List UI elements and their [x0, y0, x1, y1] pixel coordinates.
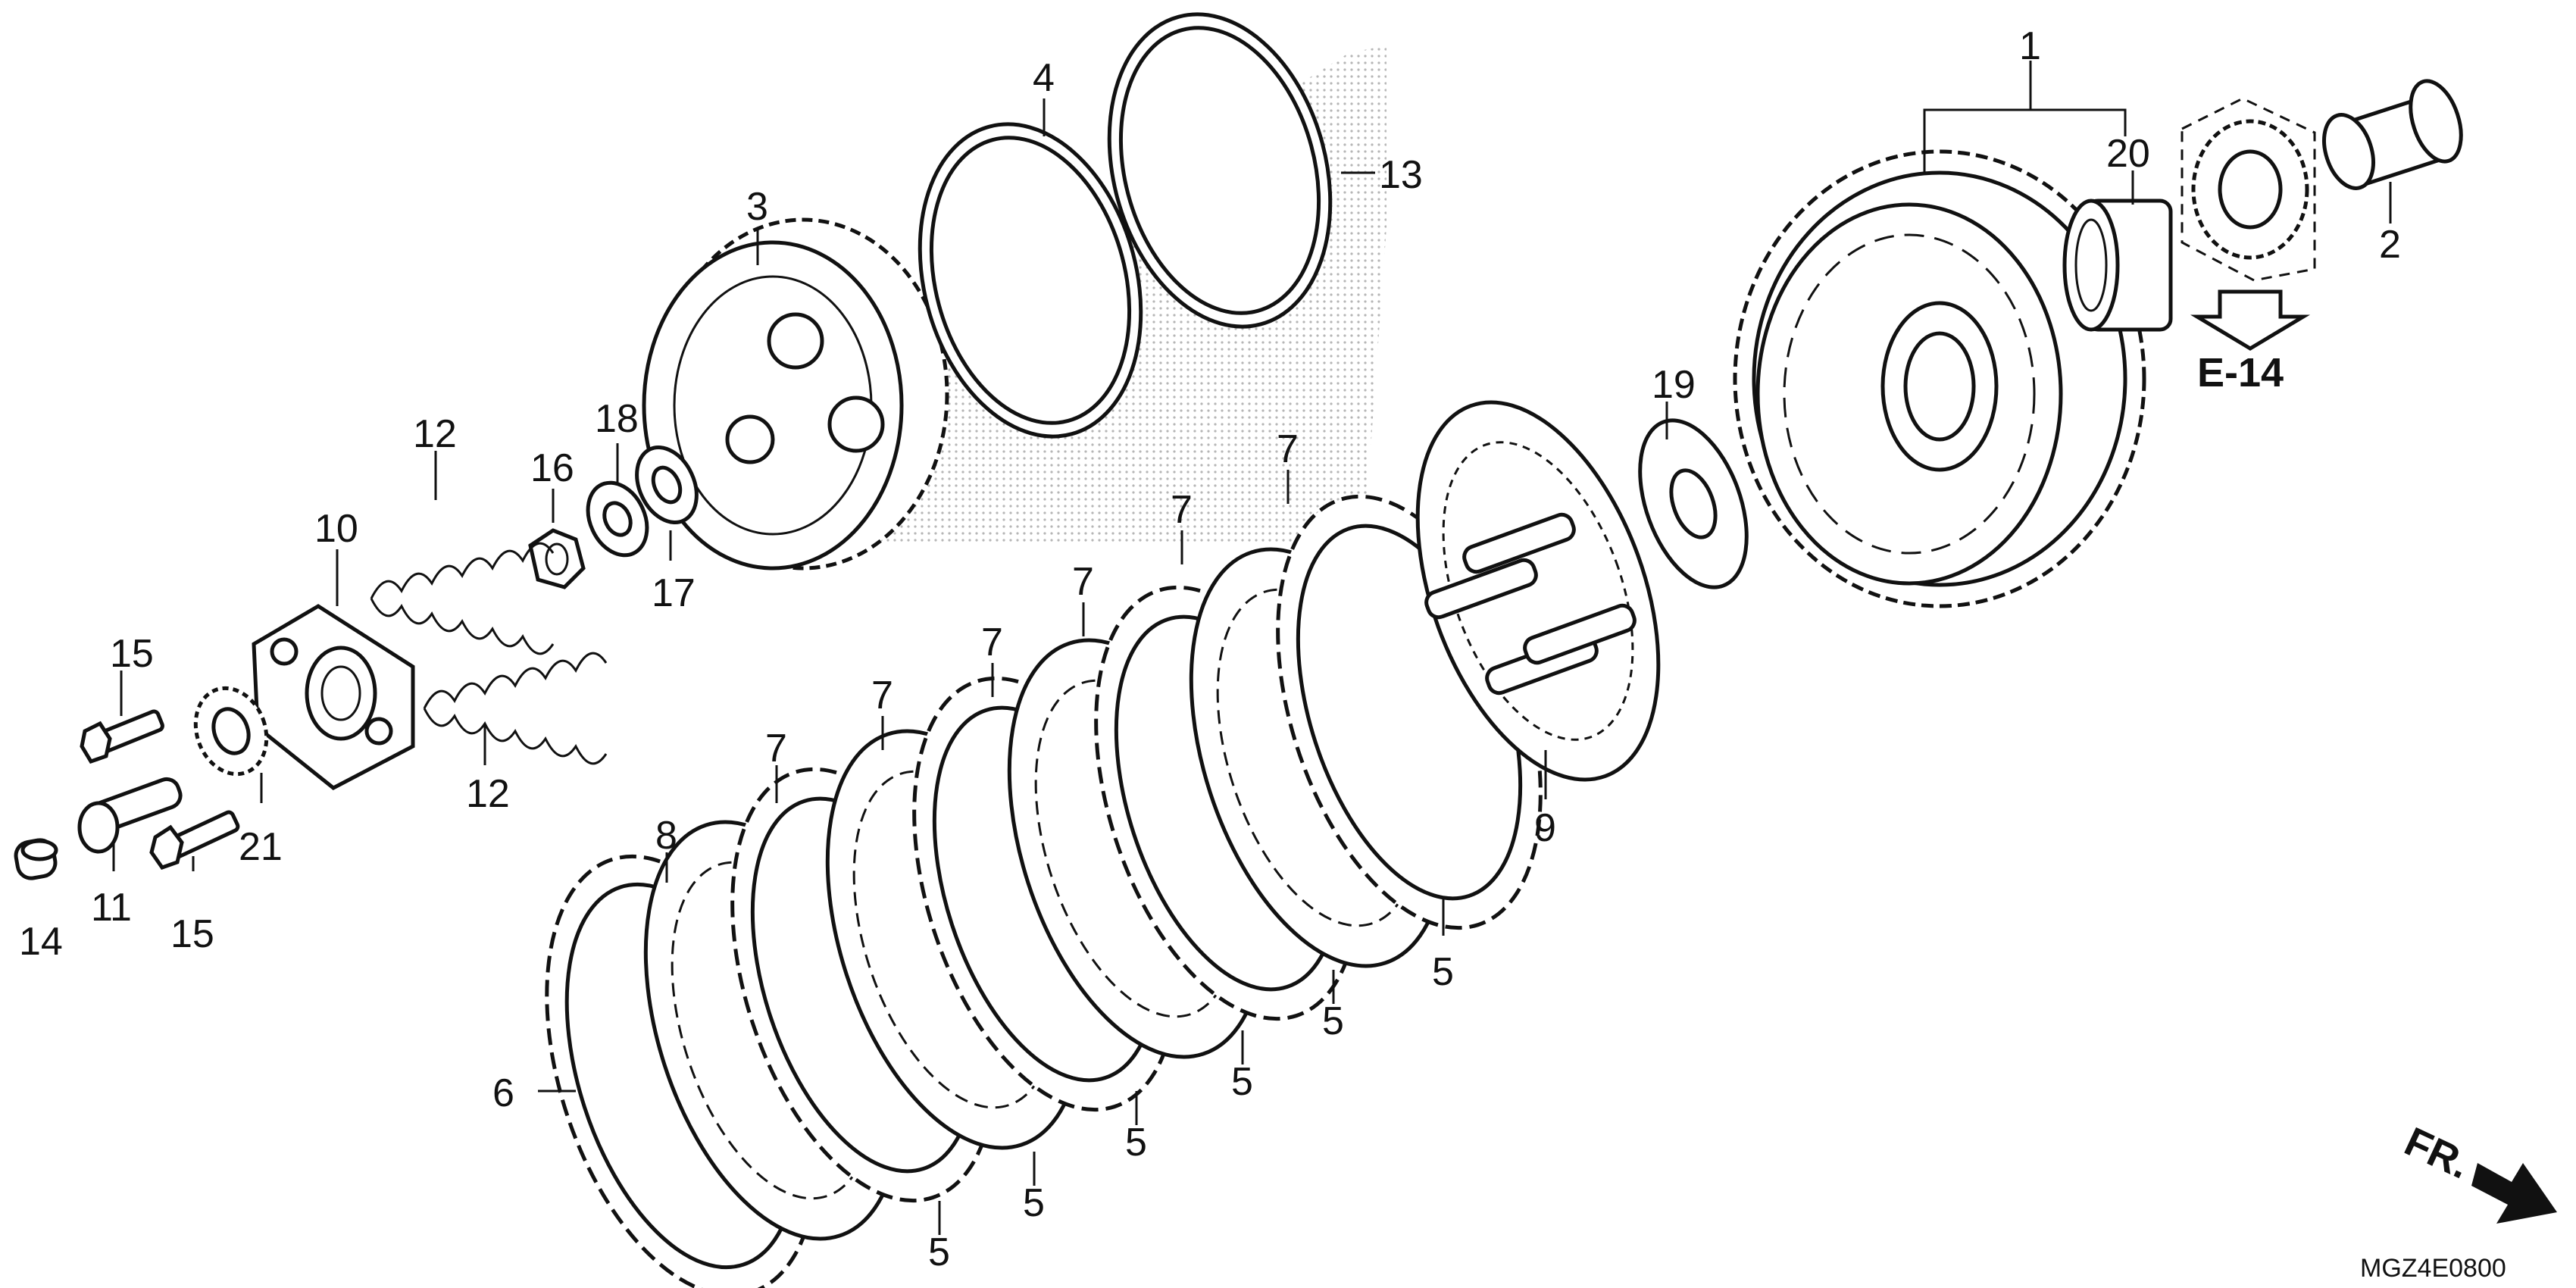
nut-16	[528, 528, 586, 589]
callout-7-f: 7	[1277, 427, 1299, 471]
front-direction-indicator: FR.	[2398, 1118, 2557, 1224]
washer-18	[586, 480, 649, 558]
callout-12-b: 12	[466, 772, 510, 816]
callout-21: 21	[239, 825, 283, 869]
callout-5-b: 5	[1023, 1181, 1045, 1225]
lifter-plate-10	[252, 604, 415, 790]
leader-lines	[112, 61, 2392, 1235]
bearing-21	[193, 686, 269, 777]
callout-8: 8	[655, 814, 677, 858]
spring-12-upper	[370, 542, 555, 655]
callout-10: 10	[314, 507, 358, 551]
callout-12-a: 12	[413, 412, 457, 456]
callout-5-c: 5	[1125, 1121, 1147, 1165]
callout-18: 18	[595, 397, 639, 441]
clutch-center-3	[642, 217, 949, 571]
callout-15-b: 15	[170, 912, 214, 956]
washer-19	[1638, 418, 1749, 589]
direction-label: FR.	[2398, 1118, 2477, 1187]
callout-7-e: 7	[1171, 488, 1193, 532]
callout-17: 17	[652, 571, 696, 615]
ring-4	[918, 122, 1143, 439]
callout-2: 2	[2379, 223, 2401, 267]
callout-1: 1	[2019, 24, 2041, 68]
ring-13	[1107, 12, 1333, 329]
lifter-rod-11	[77, 777, 183, 854]
reference-e14: E-14	[2190, 289, 2311, 395]
callout-13: 13	[1379, 153, 1423, 197]
callout-3: 3	[746, 185, 768, 229]
callout-5-a: 5	[928, 1230, 950, 1274]
callout-7-b: 7	[871, 674, 893, 717]
callout-11: 11	[91, 886, 132, 930]
cap-14	[14, 838, 58, 880]
callout-labels: 1 2 3 4 5 5 5 5 5 5 5 6 7 7 7 7 7 7 8 9 …	[19, 24, 2401, 1274]
bolt-15-upper	[80, 709, 164, 764]
spring-12-lower	[423, 652, 608, 765]
arrow-right-icon	[2471, 1163, 2557, 1224]
callout-5-e: 5	[1322, 999, 1344, 1043]
callout-6: 6	[492, 1071, 514, 1115]
callout-5-d: 5	[1231, 1060, 1253, 1104]
callout-15-a: 15	[110, 632, 154, 676]
callout-7-d: 7	[1072, 560, 1094, 604]
callout-14: 14	[19, 920, 63, 964]
down-arrow-icon	[2190, 289, 2311, 351]
callout-7-c: 7	[981, 621, 1003, 664]
callout-5-f: 5	[1432, 950, 1454, 994]
clutch-outer-1	[1733, 149, 2146, 608]
bolt-15-lower	[149, 810, 240, 870]
pressure-plate-9	[1415, 400, 1661, 782]
washer-17	[635, 445, 699, 525]
callout-7-a: 7	[765, 727, 787, 771]
diagram-code: MGZ4E0800	[2360, 1254, 2506, 1283]
callout-4: 4	[1033, 56, 1055, 100]
reference-label: E-14	[2197, 350, 2284, 395]
sprocket-ref-e14	[2181, 97, 2316, 282]
callout-9: 9	[1534, 806, 1556, 850]
needle-bearing-20	[2062, 199, 2173, 332]
callout-19: 19	[1652, 363, 1696, 407]
callout-16: 16	[530, 446, 574, 490]
callout-20: 20	[2106, 132, 2150, 176]
collar-2	[2322, 79, 2463, 190]
